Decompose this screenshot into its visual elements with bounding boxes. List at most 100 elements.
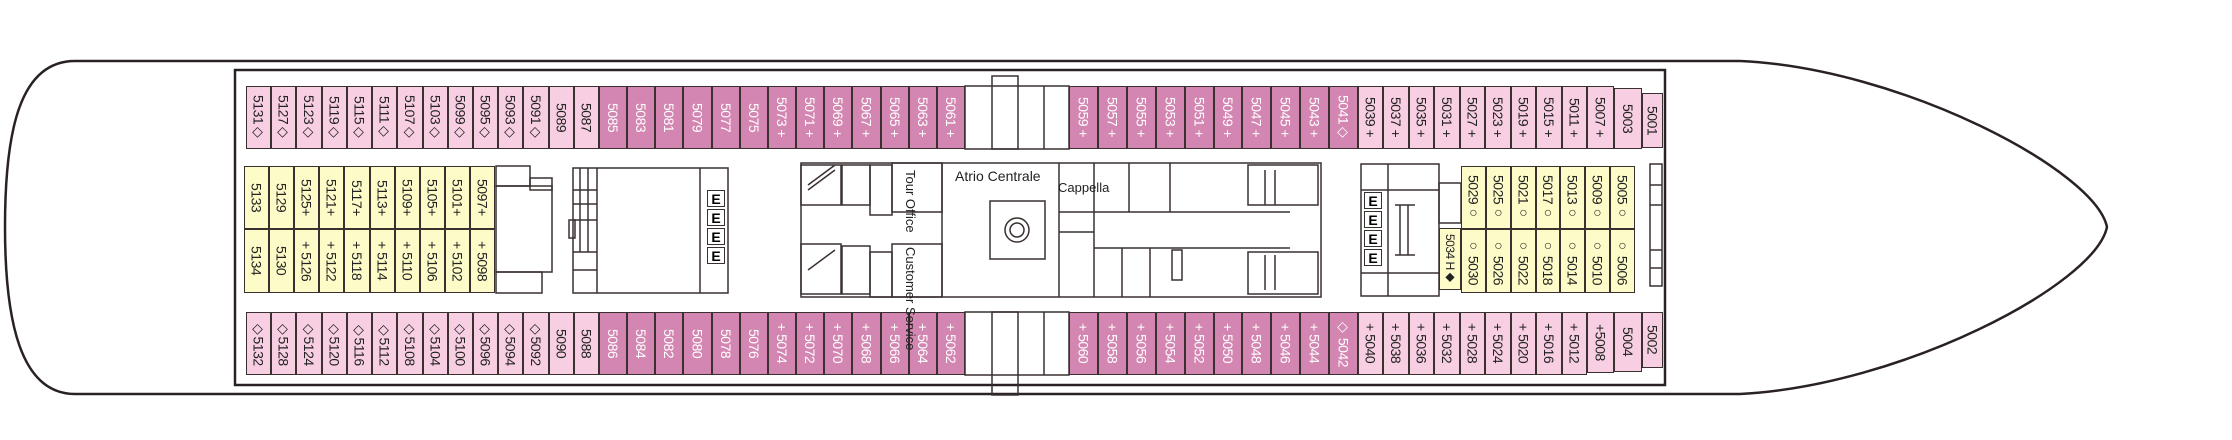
cabin-5127[interactable]: 5127◇	[271, 86, 296, 149]
cabin-5095[interactable]: 5095◇	[473, 86, 498, 149]
cabin-5080[interactable]: 5080	[683, 312, 712, 375]
cabin-5109[interactable]: 5109+	[395, 166, 420, 229]
cabin-5020[interactable]: + 5020	[1511, 312, 1536, 375]
cabin-5126[interactable]: + 5126	[294, 229, 319, 293]
cabin-5110[interactable]: + 5110	[395, 229, 420, 293]
cabin-5007[interactable]: 5007 +	[1587, 86, 1614, 149]
cabin-5118[interactable]: + 5118	[344, 229, 370, 293]
cabin-5015[interactable]: 5015 +	[1536, 86, 1562, 149]
cabin-5111[interactable]: 5111◇	[372, 86, 397, 149]
cabin-5035[interactable]: 5035 +	[1409, 86, 1434, 149]
cabin-5100[interactable]: ◇5100	[448, 312, 473, 375]
cabin-5019[interactable]: 5019 +	[1511, 86, 1536, 149]
cabin-5008[interactable]: +5008	[1587, 312, 1614, 373]
cabin-5120[interactable]: ◇5120	[322, 312, 347, 375]
cabin-5027[interactable]: 5027 +	[1460, 86, 1485, 149]
cabin-5023[interactable]: 5023 +	[1485, 86, 1511, 149]
cabin-5050[interactable]: + 5050	[1214, 312, 1242, 375]
cabin-5062[interactable]: + 5062	[937, 312, 965, 375]
cabin-5011[interactable]: 5011 +	[1562, 86, 1587, 149]
cabin-5119[interactable]: 5119◇	[322, 86, 347, 149]
cabin-5012[interactable]: + 5012	[1562, 312, 1587, 375]
cabin-5091[interactable]: 5091◇	[523, 86, 549, 149]
cabin-5030[interactable]: ○ 5030	[1461, 229, 1486, 293]
cabin-5068[interactable]: + 5068	[852, 312, 881, 375]
cabin-5045[interactable]: 5045 +	[1271, 86, 1300, 149]
cabin-5043[interactable]: 5043 +	[1300, 86, 1329, 149]
cabin-5102[interactable]: + 5102	[445, 229, 470, 293]
cabin-5098[interactable]: + 5098	[470, 229, 495, 293]
cabin-5089[interactable]: 5089	[549, 86, 574, 149]
cabin-5101[interactable]: 5101+	[445, 166, 470, 229]
cabin-5046[interactable]: + 5046	[1271, 312, 1300, 375]
cabin-5096[interactable]: ◇5096	[473, 312, 498, 375]
cabin-5122[interactable]: + 5122	[319, 229, 344, 293]
cabin-5048[interactable]: + 5048	[1242, 312, 1271, 375]
cabin-5010[interactable]: ○ 5010	[1585, 229, 1610, 293]
cabin-5076[interactable]: 5076	[740, 312, 768, 375]
cabin-5053[interactable]: 5053 +	[1156, 86, 1185, 149]
cabin-5106[interactable]: + 5106	[420, 229, 445, 293]
cabin-5001[interactable]: 5001	[1642, 93, 1663, 148]
cabin-5084[interactable]: 5084	[627, 312, 655, 375]
cabin-5052[interactable]: + 5052	[1185, 312, 1214, 375]
cabin-5055[interactable]: 5055 +	[1127, 86, 1156, 149]
cabin-5070[interactable]: + 5070	[824, 312, 852, 375]
cabin-5056[interactable]: + 5056	[1127, 312, 1156, 375]
cabin-5004[interactable]: 5004	[1614, 312, 1642, 372]
cabin-5024[interactable]: + 5024	[1485, 312, 1511, 375]
cabin-5022[interactable]: ○ 5022	[1511, 229, 1536, 293]
cabin-5105[interactable]: 5105+	[420, 166, 445, 229]
cabin-5038[interactable]: + 5038	[1383, 312, 1409, 375]
cabin-5039[interactable]: 5039 +	[1358, 86, 1383, 149]
cabin-5113[interactable]: 5113+	[370, 166, 395, 229]
cabin-5094[interactable]: ◇5094	[498, 312, 523, 375]
cabin-5009[interactable]: 5009○	[1585, 166, 1610, 229]
cabin-5021[interactable]: 5021○	[1511, 166, 1536, 229]
cabin-5115[interactable]: 5115◇	[347, 86, 372, 149]
cabin-5093[interactable]: 5093◇	[498, 86, 523, 149]
cabin-5108[interactable]: ◇5108	[397, 312, 423, 375]
cabin-5125[interactable]: 5125+	[294, 166, 319, 229]
cabin-5083[interactable]: 5083	[627, 86, 655, 149]
cabin-5049[interactable]: 5049 +	[1214, 86, 1242, 149]
cabin-5028[interactable]: + 5028	[1460, 312, 1485, 375]
cabin-5054[interactable]: + 5054	[1156, 312, 1185, 375]
cabin-5104[interactable]: ◇5104	[423, 312, 448, 375]
cabin-5131[interactable]: 5131◇	[246, 86, 271, 149]
cabin-5064[interactable]: + 5064	[909, 312, 937, 375]
cabin-5085[interactable]: 5085	[599, 86, 627, 149]
cabin-5114[interactable]: + 5114	[370, 229, 395, 293]
cabin-5086[interactable]: 5086	[599, 312, 627, 375]
cabin-5117[interactable]: 5117+	[344, 166, 370, 229]
cabin-5073[interactable]: 5073 +	[768, 86, 796, 149]
cabin-5079[interactable]: 5079	[683, 86, 712, 149]
cabin-5071[interactable]: 5071 +	[796, 86, 824, 149]
cabin-5097[interactable]: 5097+	[470, 166, 495, 229]
cabin-5081[interactable]: 5081	[655, 86, 683, 149]
cabin-5060[interactable]: + 5060	[1069, 312, 1098, 375]
cabin-5072[interactable]: + 5072	[796, 312, 824, 375]
cabin-5092[interactable]: ◇5092	[523, 312, 549, 375]
cabin-5130[interactable]: 5130	[269, 229, 294, 293]
cabin-5077[interactable]: 5077	[712, 86, 740, 149]
cabin-5003[interactable]: 5003	[1614, 88, 1642, 149]
cabin-5016[interactable]: + 5016	[1536, 312, 1562, 375]
cabin-5013[interactable]: 5013○	[1560, 166, 1585, 229]
cabin-5051[interactable]: 5051 +	[1185, 86, 1214, 149]
cabin-5099[interactable]: 5099◇	[448, 86, 473, 149]
cabin-5134[interactable]: 5134	[244, 229, 269, 293]
cabin-5103[interactable]: 5103◇	[423, 86, 448, 149]
cabin-5032[interactable]: + 5032	[1434, 312, 1460, 375]
cabin-5031[interactable]: 5031 +	[1434, 86, 1460, 149]
cabin-5116[interactable]: ◇5116	[347, 312, 372, 375]
cabin-5069[interactable]: 5069 +	[824, 86, 852, 149]
cabin-5075[interactable]: 5075	[740, 86, 768, 149]
cabin-5107[interactable]: 5107◇	[397, 86, 423, 149]
cabin-5066[interactable]: + 5066	[881, 312, 909, 375]
cabin-5078[interactable]: 5078	[712, 312, 740, 375]
cabin-5088[interactable]: 5088	[574, 312, 599, 375]
cabin-5112[interactable]: ◇5112	[372, 312, 397, 375]
cabin-5005[interactable]: 5005○	[1610, 166, 1635, 229]
cabin-5029[interactable]: 5029○	[1461, 166, 1486, 229]
